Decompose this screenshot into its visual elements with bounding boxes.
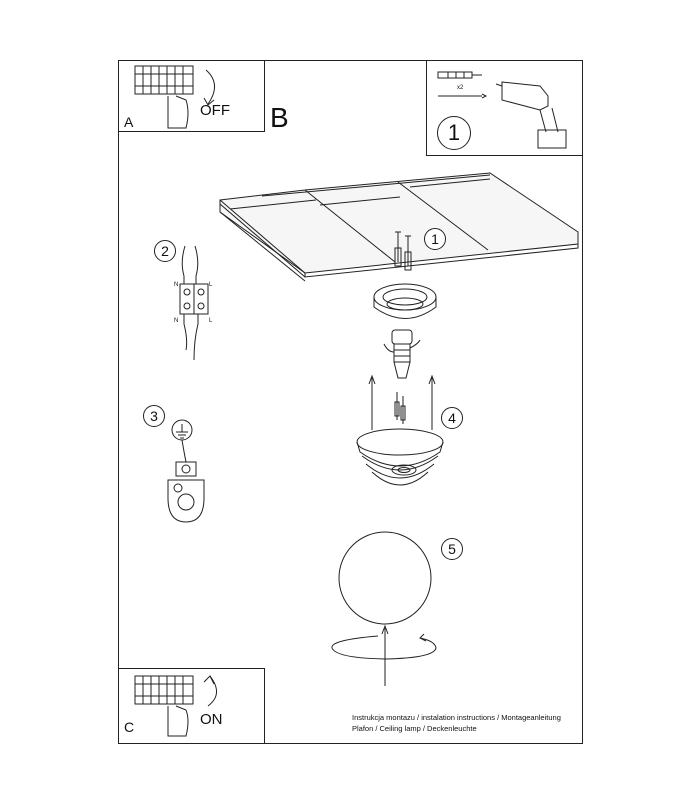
lamp-base bbox=[356, 428, 444, 486]
ceiling-panels bbox=[219, 172, 579, 282]
terminal-label-n-bottom: N bbox=[174, 318, 179, 324]
step-5-number: 5 bbox=[441, 538, 463, 560]
ceiling-screws bbox=[394, 231, 412, 271]
switchboard-off bbox=[134, 65, 215, 129]
rotation-arrow bbox=[331, 624, 437, 686]
step-a-panel bbox=[118, 60, 265, 132]
tools-drawing bbox=[437, 71, 567, 149]
tools-step-number: 1 bbox=[437, 116, 471, 150]
terminal-label-l-top: L bbox=[209, 282, 213, 288]
step-c-panel bbox=[118, 668, 265, 744]
box-c-letter: C bbox=[124, 719, 135, 735]
terminal-label-l-bottom: L bbox=[209, 318, 213, 324]
switchboard-on bbox=[134, 675, 217, 737]
box-b-letter: B bbox=[270, 102, 289, 133]
off-label: OFF bbox=[200, 102, 230, 119]
base-screws bbox=[394, 392, 406, 424]
glass-sphere bbox=[338, 531, 432, 625]
wire-connector bbox=[179, 245, 209, 361]
caption-line-1: Instrukcja montazu / instalation instruc… bbox=[352, 713, 561, 722]
terminal-label-n-top: N bbox=[174, 282, 179, 288]
ground-terminal bbox=[167, 419, 205, 523]
instruction-frame bbox=[118, 60, 583, 744]
tools-panel bbox=[426, 60, 583, 156]
anchor-count: x2 bbox=[457, 85, 464, 91]
step-3-number: 3 bbox=[143, 405, 165, 427]
assembly-arrows bbox=[368, 374, 436, 430]
caption-line-2: Plafon / Ceiling lamp / Deckenleuchte bbox=[352, 724, 477, 733]
mounting-ring bbox=[373, 283, 437, 319]
step-1-number: 1 bbox=[424, 228, 446, 250]
box-a-letter: A bbox=[124, 114, 134, 130]
caption: Instrukcja montazu / instalation instruc… bbox=[352, 712, 561, 734]
lamp-socket bbox=[383, 329, 421, 379]
step-4-number: 4 bbox=[441, 407, 463, 429]
step-2-number: 2 bbox=[154, 240, 176, 262]
on-label: ON bbox=[200, 711, 223, 728]
